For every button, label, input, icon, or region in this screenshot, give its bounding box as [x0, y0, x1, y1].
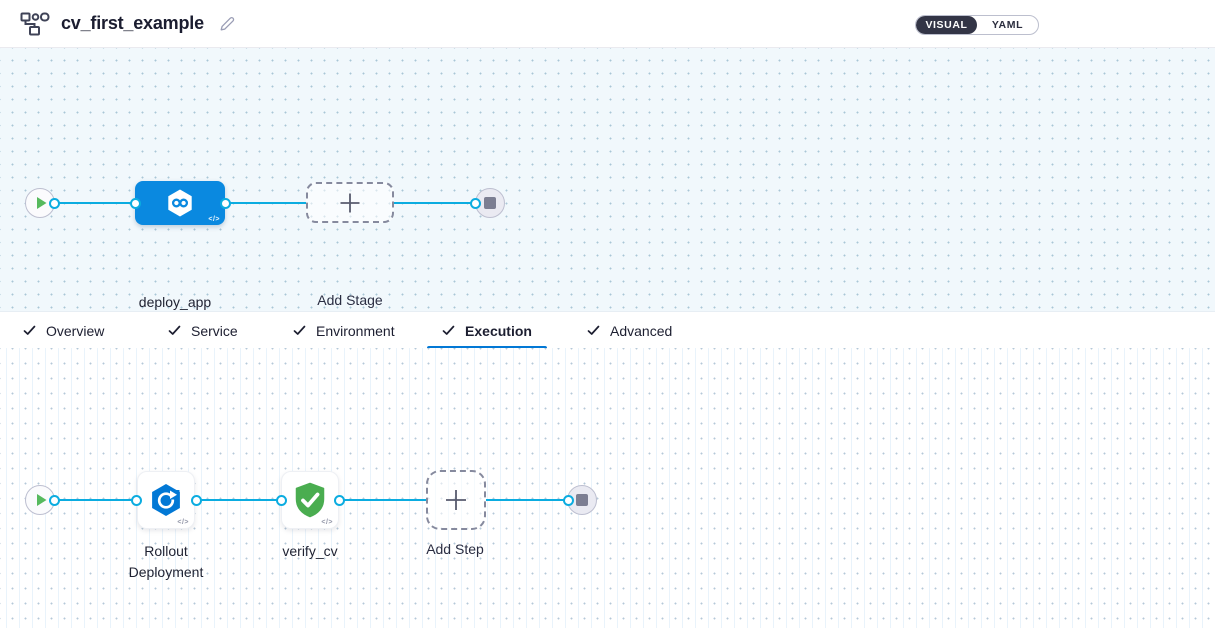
connector-point[interactable] [469, 197, 481, 209]
tab-label: Service [191, 322, 238, 339]
step-node-verify-cv[interactable]: </> [281, 471, 339, 529]
tab-environment[interactable]: Environment [293, 312, 395, 349]
connector-point[interactable] [275, 494, 287, 506]
connector-point[interactable] [333, 494, 345, 506]
step-edge [486, 498, 568, 502]
step-name-label: Rollout Deployment [128, 543, 204, 580]
add-stage-button[interactable] [306, 182, 394, 223]
tab-overview[interactable]: Overview [23, 312, 104, 349]
tab-label: Advanced [610, 322, 673, 339]
yaml-code-badge: </> [321, 519, 333, 526]
connector-point[interactable] [130, 494, 142, 506]
stage-edge [394, 201, 475, 205]
pipeline-header: cv_first_example VISUAL YAML [0, 0, 1215, 48]
stage-config-tabs: Overview Service Environment Execution A… [0, 311, 1215, 349]
stop-icon [576, 494, 588, 506]
verify-shield-check-icon [291, 481, 329, 519]
edit-pipeline-name-icon[interactable] [218, 15, 236, 33]
cd-hexagon-infinity-icon [165, 188, 195, 218]
connector-point[interactable] [48, 197, 60, 209]
stage-node-deploy-app[interactable]: </> [135, 181, 225, 225]
tab-label: Overview [46, 322, 105, 339]
play-icon [36, 494, 47, 506]
step-node-rollout-deployment[interactable]: </> [137, 471, 195, 529]
k8s-rollout-hexagon-icon [148, 482, 184, 518]
plus-icon [446, 490, 466, 510]
add-step-button[interactable] [426, 470, 486, 530]
toggle-visual-button[interactable]: VISUAL [916, 16, 977, 34]
step-edge [196, 498, 281, 502]
connector-point[interactable] [562, 494, 574, 506]
connector-point[interactable] [219, 197, 231, 209]
connector-point[interactable] [129, 197, 141, 209]
check-icon [587, 325, 600, 336]
stop-icon [484, 197, 496, 209]
check-icon [293, 325, 306, 336]
stage-name-label: deploy_app [138, 294, 212, 310]
yaml-code-badge: </> [208, 216, 220, 223]
play-icon [36, 197, 47, 209]
check-icon [23, 325, 36, 336]
connector-point[interactable] [190, 494, 202, 506]
yaml-code-badge: </> [177, 519, 189, 526]
plus-icon [340, 193, 360, 212]
tab-advanced[interactable]: Advanced [587, 312, 672, 349]
pipeline-title: cv_first_example [61, 13, 204, 33]
add-stage-label: Add Stage [317, 292, 383, 308]
pipeline-graph-icon [20, 12, 50, 36]
toggle-yaml-button[interactable]: YAML [991, 19, 1024, 31]
add-step-label: Add Step [426, 541, 484, 557]
stage-canvas: </> deploy_app Add Stage [0, 48, 1215, 311]
step-edge [339, 498, 426, 502]
check-icon [442, 325, 455, 336]
execution-canvas: </> </> Rollout Deployment verif [0, 348, 1215, 628]
tab-execution[interactable]: Execution [427, 312, 547, 349]
step-edge [54, 498, 136, 502]
step-name-label: verify_cv [282, 543, 338, 559]
check-icon [168, 325, 181, 336]
stage-edge [54, 201, 135, 205]
tab-label: Environment [316, 322, 395, 339]
stage-edge [225, 201, 306, 205]
connector-point[interactable] [48, 494, 60, 506]
tab-label: Execution [465, 322, 532, 339]
visual-yaml-toggle: VISUAL YAML [915, 15, 1039, 35]
tab-service[interactable]: Service [168, 312, 238, 349]
